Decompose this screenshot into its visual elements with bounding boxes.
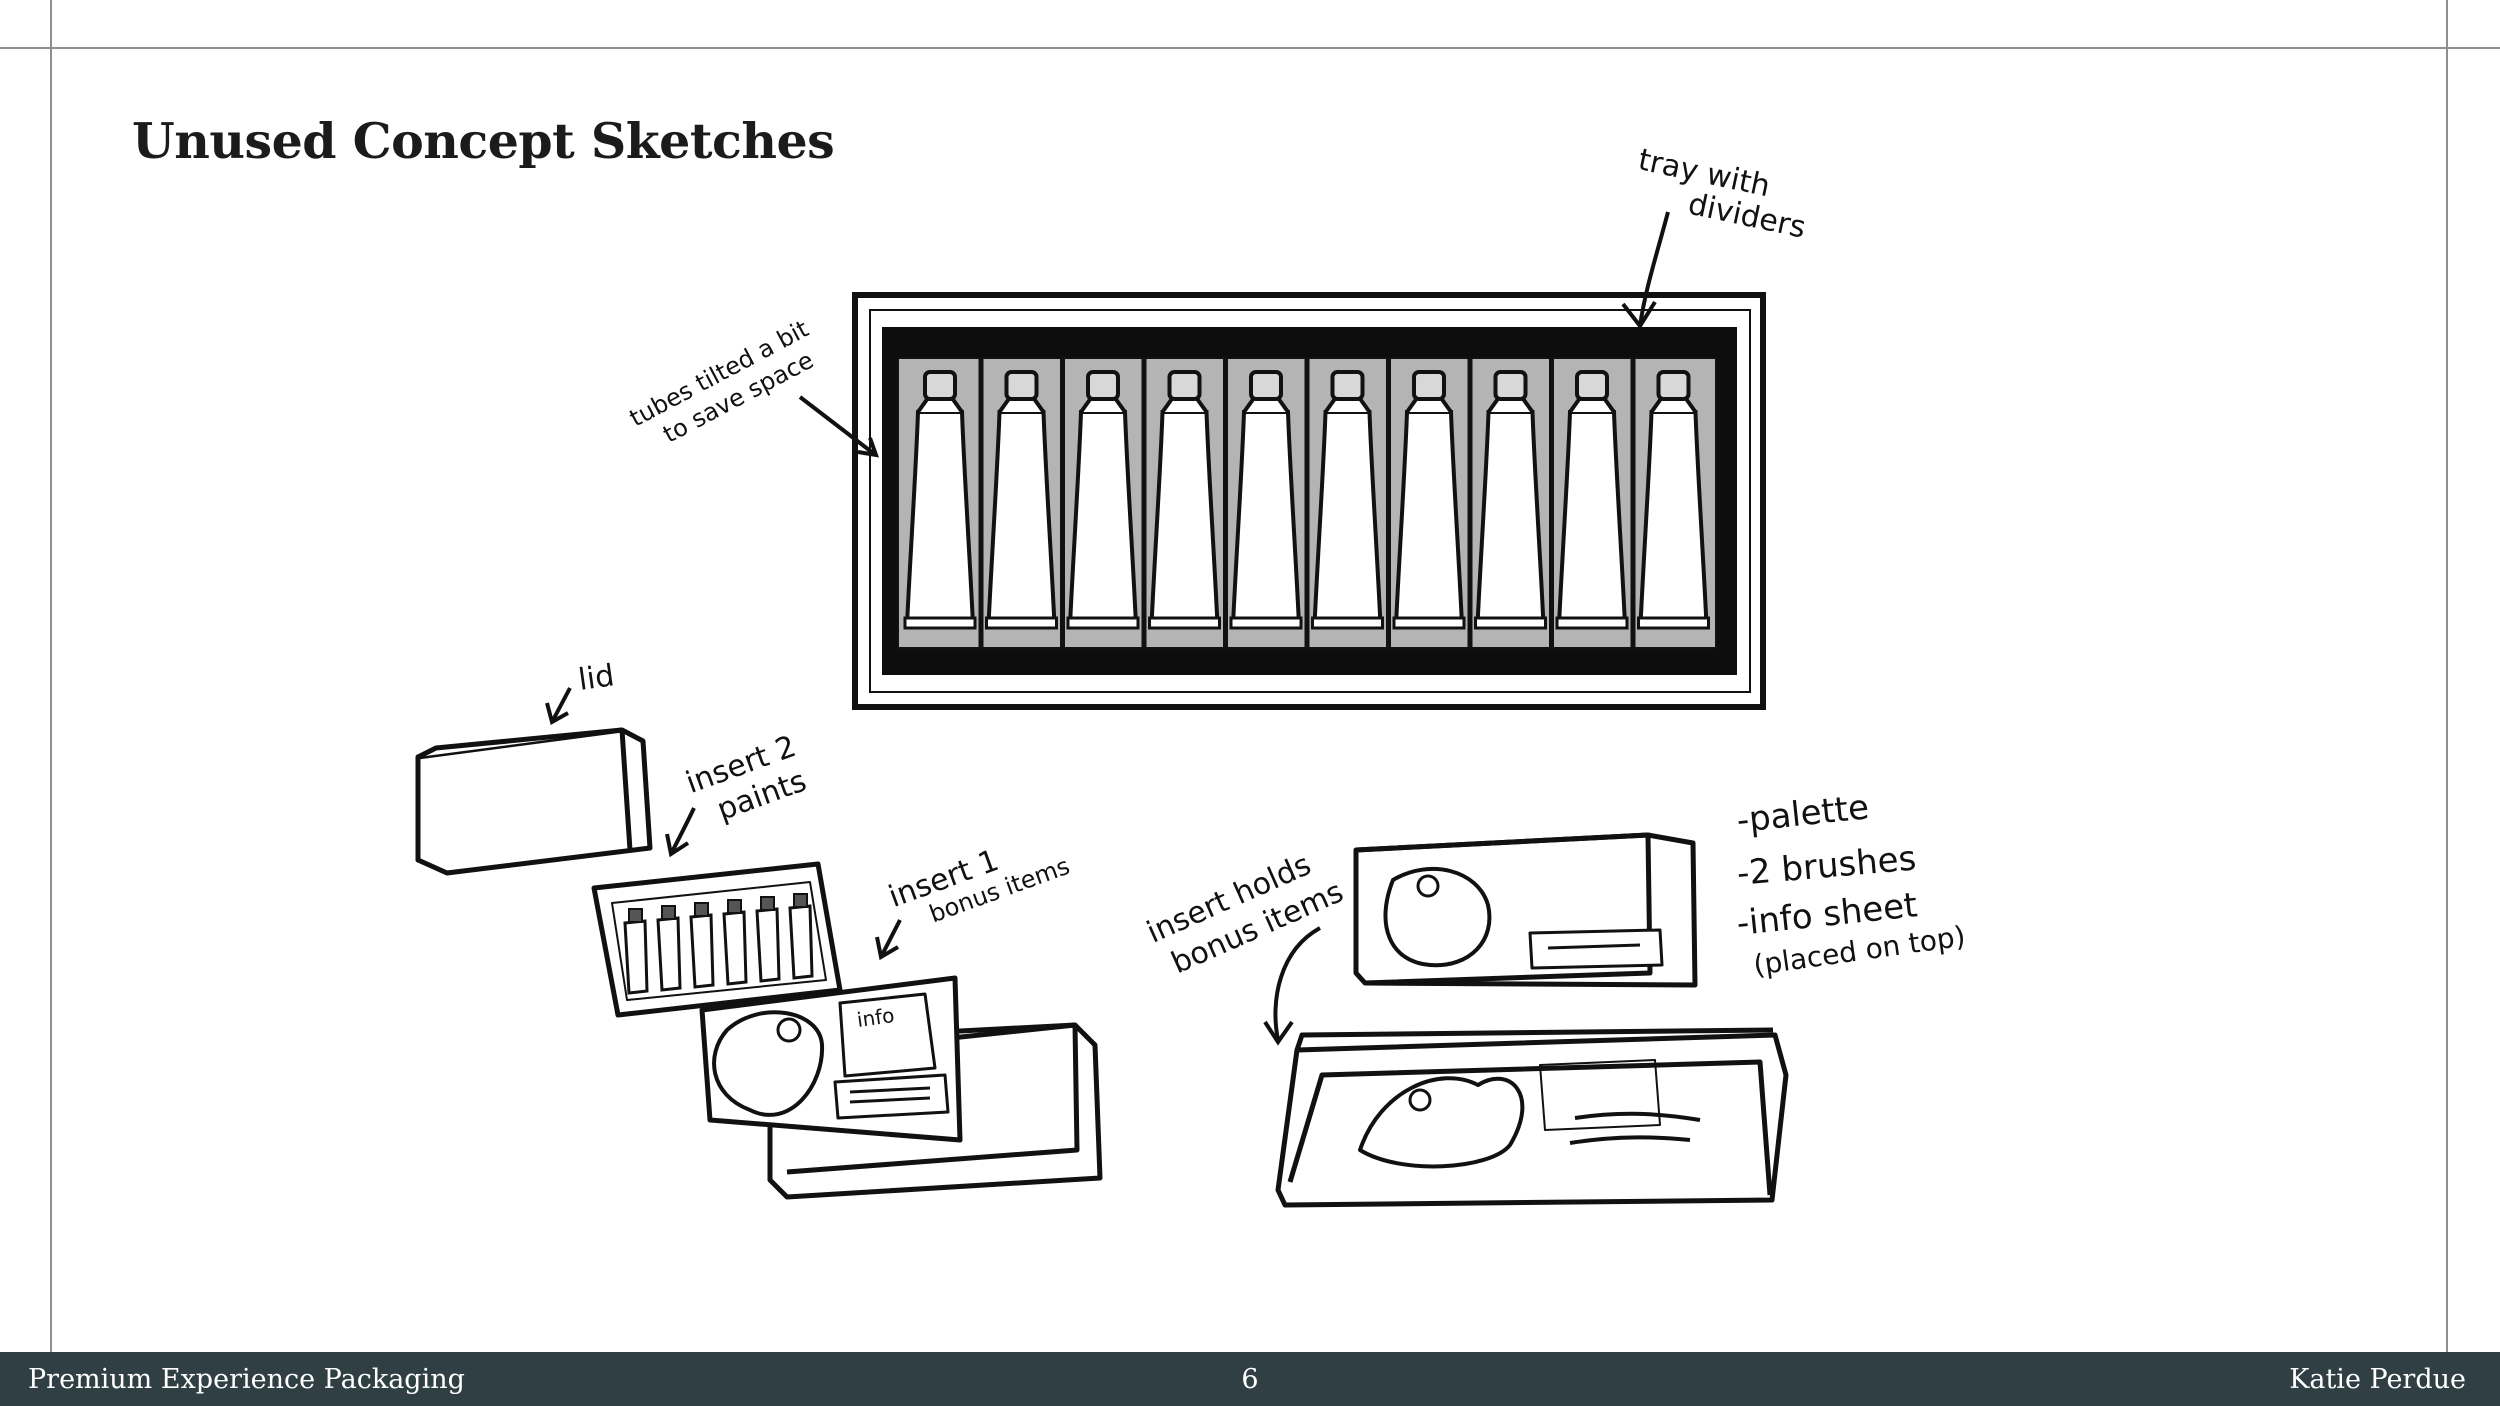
insert2-arrow bbox=[670, 807, 696, 853]
tube-cap bbox=[1004, 370, 1039, 401]
tube-crimp bbox=[1392, 616, 1466, 630]
mini-tube-cap bbox=[661, 905, 676, 920]
mini-tube bbox=[755, 907, 781, 983]
tube-crimp bbox=[903, 616, 977, 630]
insert1-arrowhead bbox=[875, 936, 900, 961]
mini-tube bbox=[722, 910, 748, 986]
mini-paint-tubes bbox=[623, 893, 814, 995]
footer-author: Katie Perdue bbox=[2289, 1364, 2466, 1395]
tray-divider bbox=[1386, 358, 1391, 648]
left-rule bbox=[50, 0, 52, 1352]
mini-tube-cap bbox=[793, 893, 808, 908]
tube-crimp bbox=[1474, 616, 1547, 630]
tube-crimp bbox=[985, 616, 1058, 630]
insert1-annotation: insert 1 bonus items bbox=[884, 843, 1073, 928]
tube-crimp bbox=[1311, 616, 1384, 630]
lid-arrowhead bbox=[545, 702, 569, 726]
tubes-annotation: tubes tilted a bit to save space bbox=[625, 315, 818, 449]
brushes-label: -2 brushes bbox=[1735, 838, 1918, 894]
tray-arrow bbox=[1638, 211, 1670, 327]
paint-tube bbox=[986, 410, 1057, 627]
right-rule bbox=[2446, 0, 2448, 1352]
paint-tube bbox=[1230, 410, 1302, 627]
tray-divider bbox=[1060, 358, 1065, 648]
exploded-box-sketch bbox=[415, 727, 1103, 1200]
paint-tubes bbox=[903, 358, 1710, 648]
tube-crimp bbox=[1637, 616, 1710, 630]
tube-cap bbox=[1412, 370, 1446, 401]
top-rule bbox=[0, 47, 2500, 49]
info-label: info bbox=[855, 1003, 895, 1032]
insert-holds-arrow bbox=[1273, 926, 1321, 1041]
tube-crimp bbox=[1148, 616, 1221, 630]
mini-tube bbox=[623, 919, 649, 995]
insert-holds-arrowhead bbox=[1263, 1020, 1294, 1046]
tray-arrowhead bbox=[1621, 300, 1657, 330]
paint-tube bbox=[1638, 410, 1709, 627]
tube-cap bbox=[1330, 370, 1365, 401]
tray-divider bbox=[1304, 358, 1310, 648]
tubes-arrowhead bbox=[857, 437, 880, 458]
concept-sketches: tray with dividers tubes tilted a bit to… bbox=[415, 142, 1967, 1208]
mini-tube-cap bbox=[628, 908, 643, 923]
insert2-arrowhead bbox=[665, 833, 690, 858]
tray-sketch bbox=[852, 292, 1766, 710]
tray-divider bbox=[1549, 358, 1554, 648]
paint-tube bbox=[1067, 410, 1139, 627]
insert1-arrow bbox=[880, 919, 902, 956]
page-number: 6 bbox=[1241, 1364, 1259, 1395]
tray-divider bbox=[1467, 358, 1473, 648]
paint-tube bbox=[904, 410, 976, 627]
lid-arrow bbox=[550, 687, 572, 723]
mini-tube-cap bbox=[760, 896, 775, 911]
mini-tube bbox=[656, 916, 682, 992]
tube-crimp bbox=[1229, 616, 1303, 630]
mini-tube-cap bbox=[694, 902, 709, 917]
tube-cap bbox=[1575, 370, 1609, 401]
paint-tube bbox=[1312, 410, 1383, 627]
tubes-arrow bbox=[798, 395, 875, 455]
tube-cap bbox=[923, 370, 957, 401]
tray-divider bbox=[1223, 358, 1228, 648]
tube-cap bbox=[1249, 370, 1283, 401]
tube-cap bbox=[1086, 370, 1120, 401]
paint-tube bbox=[1475, 410, 1546, 627]
tube-crimp bbox=[1066, 616, 1140, 630]
insert-holds-annotation: insert holds bonus items bbox=[1142, 847, 1349, 981]
tray-divider bbox=[978, 358, 984, 648]
palette-label: -palette bbox=[1735, 787, 1871, 841]
tray-annotation: tray with dividers bbox=[1635, 142, 1808, 245]
mini-tube-cap bbox=[727, 899, 742, 914]
tray-divider bbox=[1141, 358, 1147, 648]
paint-tube bbox=[1149, 410, 1220, 627]
footer-project-title: Premium Experience Packaging bbox=[28, 1364, 465, 1395]
tray-divider bbox=[1630, 358, 1636, 648]
bonus-insert-sketch bbox=[1275, 832, 1789, 1208]
mini-tube bbox=[788, 904, 814, 980]
footer-bar: Premium Experience Packaging 6 Katie Per… bbox=[0, 1352, 2500, 1406]
mini-tube bbox=[689, 913, 715, 989]
paint-tube bbox=[1556, 410, 1628, 627]
page-title: Unused Concept Sketches bbox=[132, 112, 835, 170]
tube-cap bbox=[1167, 370, 1202, 401]
lid-label: lid bbox=[576, 658, 616, 698]
tube-crimp bbox=[1555, 616, 1629, 630]
insert2-annotation: insert 2 paints bbox=[681, 729, 811, 828]
tube-cap bbox=[1656, 370, 1691, 401]
paint-tube bbox=[1393, 410, 1465, 627]
tube-cap bbox=[1493, 370, 1528, 401]
